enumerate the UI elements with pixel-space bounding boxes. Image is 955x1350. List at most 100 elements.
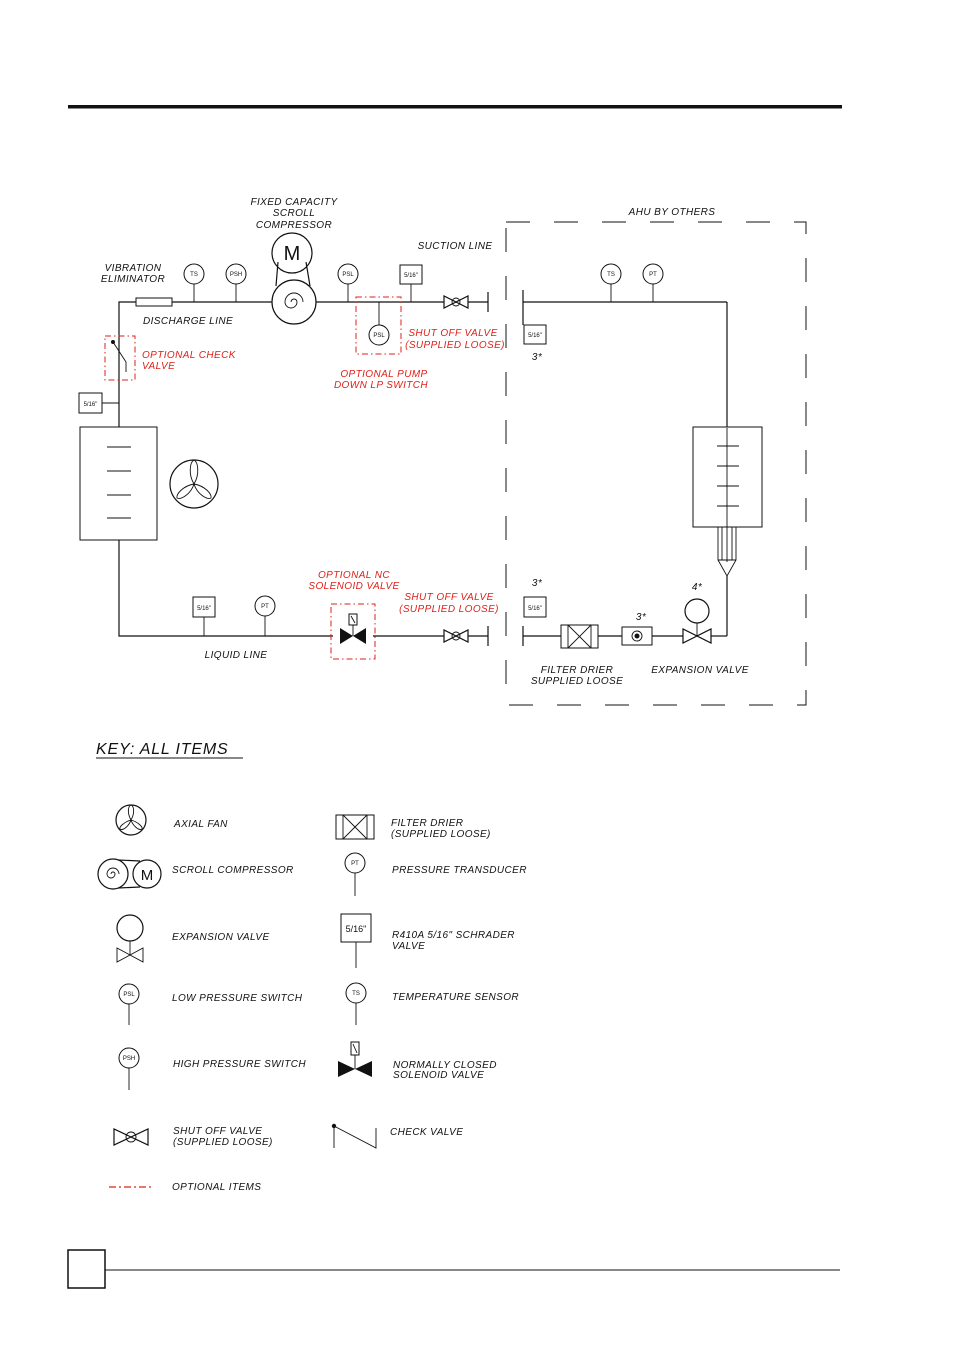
- condenser-coil: [79, 426, 158, 541]
- sight-glass: [621, 626, 653, 646]
- key-scroll-compressor-icon: M: [97, 858, 162, 890]
- key-pressure-transducer-icon: PT: [344, 852, 366, 896]
- note-3-bottom: 3*: [532, 578, 543, 589]
- key-shut-off-label-1: SHUT OFF VALVE: [173, 1126, 262, 1137]
- key-low-pressure-switch-label: LOW PRESSURE SWITCH: [172, 993, 303, 1004]
- optional-check-label-2: VALVE: [142, 361, 175, 372]
- schrader-liquid-label: 5/16": [197, 606, 211, 612]
- axial-fan-icon: [169, 459, 219, 509]
- vibration-label-2: ELIMINATOR: [101, 274, 165, 285]
- key-schrader-valve-icon: 5/16": [340, 913, 372, 968]
- ahu-boundary: [505, 221, 807, 706]
- key-ts-label: TS: [352, 991, 360, 997]
- shut-off-top-label-1: SHUT OFF VALVE: [408, 328, 497, 339]
- schrader-ahu-bottom-label: 5/16": [528, 606, 542, 612]
- vibration-label-1: VIBRATION: [105, 263, 162, 274]
- note-3-top: 3*: [532, 352, 543, 363]
- key-solenoid-valve-icon: [338, 1041, 372, 1077]
- suction-line-label: SUCTION LINE: [418, 241, 493, 252]
- pressure-transducer-liquid: PT: [254, 595, 276, 636]
- compressor-label-1: FIXED CAPACITY: [250, 197, 338, 208]
- optional-nc-label-1: OPTIONAL NC: [318, 570, 390, 581]
- shut-off-valve-liquid: [443, 629, 469, 643]
- temperature-sensor-ahu: TS: [600, 263, 622, 302]
- motor-label: M: [284, 243, 301, 265]
- optional-pump-down-switch: PSL: [355, 296, 402, 355]
- high-pressure-switch: PSH: [225, 263, 247, 302]
- schrader-valve-liquid: 5/16": [192, 596, 216, 636]
- expansion-valve: [682, 598, 712, 644]
- key-shut-off-label-2: (SUPPLIED LOOSE): [173, 1137, 273, 1148]
- refrigeration-schematic: 5/16" TS PSH: [78, 197, 807, 706]
- key-expansion-valve-label: EXPANSION VALVE: [172, 932, 270, 943]
- key-solenoid-label-2: SOLENOID VALVE: [393, 1070, 484, 1081]
- key-high-pressure-switch-icon: PSH: [118, 1047, 140, 1090]
- key-high-pressure-switch-label: HIGH PRESSURE SWITCH: [173, 1059, 306, 1070]
- optional-nc-label-2: SOLENOID VALVE: [308, 581, 399, 592]
- schrader-valve-ahu-top: 5/16": [523, 324, 547, 345]
- vibration-eliminator: [135, 297, 173, 307]
- discharge-line-label: DISCHARGE LINE: [143, 316, 233, 327]
- key-temperature-sensor-icon: TS: [345, 982, 367, 1025]
- scroll-compressor-icon: M: [271, 232, 317, 325]
- schrader-top-label: 5/16": [404, 273, 418, 279]
- key-psl-label: PSL: [123, 992, 135, 998]
- key-filter-drier-label-2: (SUPPLIED LOOSE): [391, 829, 491, 840]
- filter-drier-label-1: FILTER DRIER: [541, 665, 613, 676]
- key-filter-drier-label-1: FILTER DRIER: [391, 818, 463, 829]
- ahu-label: AHU BY OTHERS: [628, 207, 716, 218]
- schrader-valve-left: 5/16": [78, 392, 119, 414]
- ts-ahu-label: TS: [607, 272, 615, 278]
- page-footer: [67, 1249, 840, 1289]
- key-schrader-label-2: VALVE: [392, 941, 425, 952]
- shut-off-valve-suction: [443, 295, 469, 309]
- key-filter-drier-icon: [335, 814, 375, 840]
- psl-optional-label: PSL: [373, 333, 385, 339]
- optional-check-label-1: OPTIONAL CHECK: [142, 350, 237, 361]
- key-psh-label: PSH: [123, 1056, 135, 1062]
- shut-off-bottom-label-1: SHUT OFF VALVE: [404, 592, 493, 603]
- schrader-valve-suction: 5/16": [399, 264, 423, 302]
- filter-drier: [560, 624, 599, 649]
- schrader-valve-ahu-bottom: 5/16": [523, 596, 547, 618]
- filter-drier-label-2: SUPPLIED LOOSE: [531, 676, 623, 687]
- key-shut-off-valve-icon: [113, 1128, 149, 1146]
- note-4: 4*: [692, 582, 703, 593]
- key-pt-label: PT: [351, 861, 359, 867]
- header-rule: [68, 105, 842, 109]
- ts-label: TS: [190, 272, 198, 278]
- expansion-valve-label: EXPANSION VALVE: [651, 665, 749, 676]
- page-number-box: [67, 1249, 106, 1289]
- key-title: KEY: ALL ITEMS: [96, 741, 228, 758]
- liquid-line-label: LIQUID LINE: [205, 650, 268, 661]
- shut-off-top-label-2: (SUPPLIED LOOSE): [405, 340, 505, 351]
- optional-check-valve: [104, 335, 136, 381]
- pt-ahu-label: PT: [649, 272, 657, 278]
- key-schrader-label-1: R410A 5/16" SCHRADER: [392, 930, 515, 941]
- compressor-label-3: COMPRESSOR: [256, 220, 332, 231]
- key-legend: KEY: ALL ITEMS AXIAL FAN M SCROLL COMPRE…: [96, 741, 526, 1193]
- pressure-transducer-ahu: PT: [642, 263, 664, 302]
- pt-liquid-label: PT: [261, 604, 269, 610]
- refrigerant-piping: [118, 290, 728, 646]
- key-axial-fan-label: AXIAL FAN: [173, 819, 228, 830]
- key-solenoid-label-1: NORMALLY CLOSED: [393, 1060, 497, 1071]
- key-schrader-symbol: 5/16": [346, 924, 367, 934]
- key-check-valve-label: CHECK VALVE: [390, 1127, 463, 1138]
- pump-down-label-2: DOWN LP SWITCH: [334, 380, 428, 391]
- low-pressure-switch-suction: PSL: [337, 263, 359, 302]
- schrader-left-label: 5/16": [84, 402, 98, 408]
- schematic-labels: FIXED CAPACITY SCROLL COMPRESSOR AHU BY …: [101, 197, 749, 687]
- key-scroll-compressor-label: SCROLL COMPRESSOR: [172, 865, 294, 876]
- key-axial-fan-icon: [115, 804, 147, 836]
- psh-label: PSH: [230, 272, 242, 278]
- schrader-ahu-top-label: 5/16": [528, 333, 542, 339]
- temperature-sensor-discharge: TS: [183, 263, 205, 302]
- key-temperature-sensor-label: TEMPERATURE SENSOR: [392, 992, 519, 1003]
- psl-label: PSL: [342, 272, 354, 278]
- shut-off-bottom-label-2: (SUPPLIED LOOSE): [399, 604, 499, 615]
- key-motor-label: M: [141, 867, 154, 884]
- compressor-label-2: SCROLL: [273, 208, 315, 219]
- note-3-filter: 3*: [636, 612, 647, 623]
